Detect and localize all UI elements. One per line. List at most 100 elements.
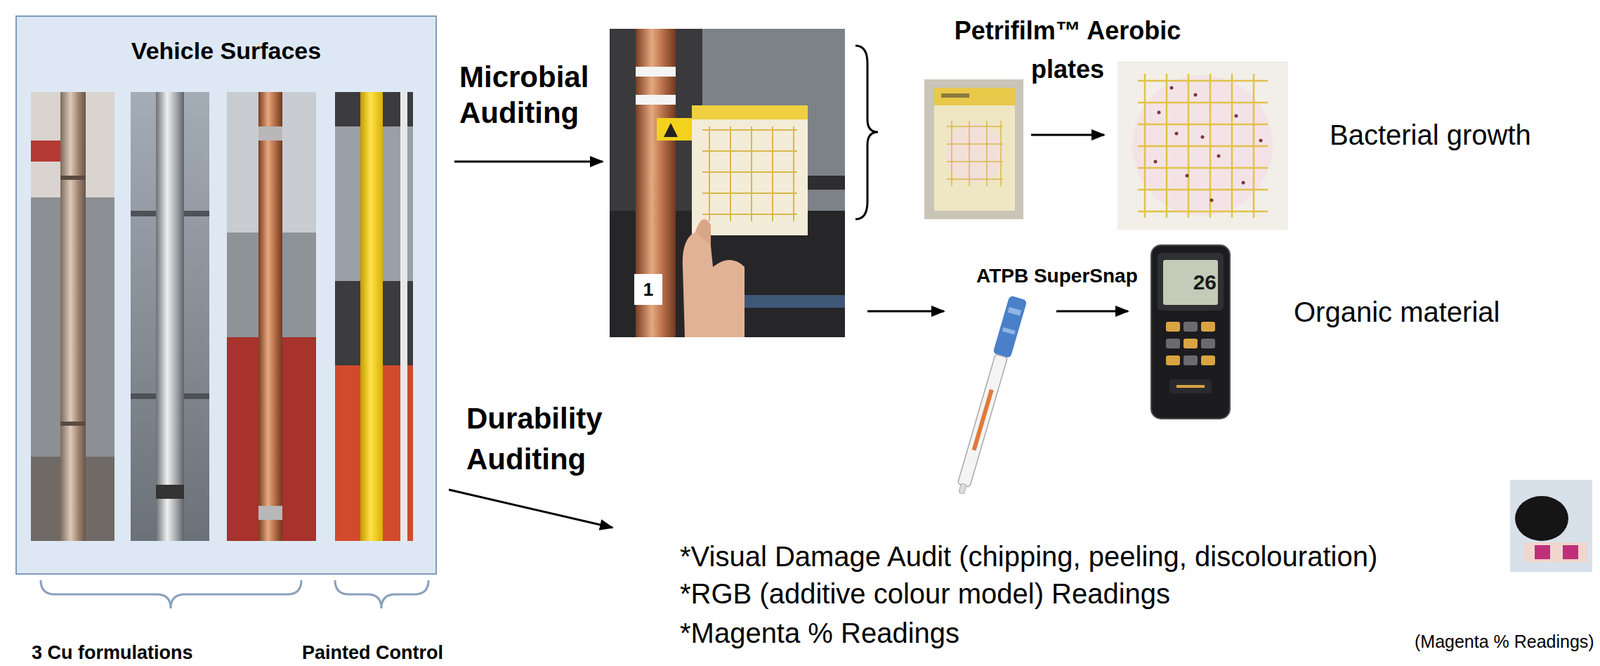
petrifilm-photo: [934, 87, 1015, 106]
bracket-label: 3 Cu formulations: [31, 641, 194, 664]
photo-tag: 1: [634, 276, 663, 303]
panel-fill: [15, 15, 437, 575]
petrifilm-photo: [924, 79, 1024, 220]
magenta-reader-photo: [1515, 495, 1569, 541]
magenta-reader-photo: [1524, 542, 1588, 562]
panel-fill: [15, 15, 437, 575]
flow-arrow: [454, 160, 603, 163]
growth-plate-photo: [1231, 73, 1234, 218]
sampling-photo: [695, 219, 711, 246]
growth-plate-photo: [1201, 135, 1205, 140]
magenta-reader-photo: [1510, 479, 1593, 572]
flow-arrow: [1031, 134, 1105, 137]
growth-plate-photo: [1175, 132, 1179, 136]
pole-photo: [60, 175, 86, 180]
growth-plate-photo: [1170, 86, 1174, 90]
sampling-photo: [691, 105, 808, 236]
group-bracket: [40, 580, 302, 609]
petrifilm-photo: [945, 123, 1005, 183]
pole-photo: [30, 92, 115, 541]
luminometer-illustration: [1151, 245, 1230, 419]
petrifilm-photo: [934, 87, 1015, 211]
swab-illustration: [958, 483, 968, 495]
petrifilm-photo: [946, 178, 1003, 180]
product-label: Petrifilm™ Aerobic plates: [944, 11, 1191, 89]
growth-plate-photo: [1210, 198, 1214, 203]
growth-plate-photo: [1153, 86, 1263, 203]
swab-illustration: [992, 294, 1027, 359]
flow-arrow: [448, 134, 1129, 528]
luminometer-illustration: [1165, 338, 1180, 349]
luminometer-illustration: [1201, 355, 1216, 366]
magenta-reader-photo: [1517, 511, 1539, 524]
swab-illustration: [972, 389, 994, 451]
magenta-reader-photo: [1534, 545, 1551, 560]
curly-bracket: [855, 45, 878, 220]
sampling-photo: [635, 66, 676, 77]
swab-illustration: [1007, 306, 1022, 317]
growth-plate-photo: [1153, 160, 1158, 164]
magenta-reader-photo: [1510, 479, 1593, 572]
pole-photo: [155, 92, 185, 541]
sampling-photo: [702, 192, 798, 194]
sampling-photo: [663, 122, 678, 137]
flow-arrow: [867, 310, 944, 313]
pole-photo: [400, 92, 408, 541]
growth-plate-photo: [1217, 154, 1221, 159]
swab-illustration: [952, 294, 1027, 496]
growth-plate-photo: [1165, 73, 1169, 218]
petrifilm-photo: [968, 120, 970, 187]
petrifilm-photo: [941, 93, 970, 98]
group-bracket: [40, 580, 429, 609]
growth-plate-photo: [1137, 101, 1268, 104]
luminometer-illustration: [1176, 384, 1205, 388]
growth-plate-photo: [1137, 145, 1268, 148]
petrifilm-photo: [946, 120, 1003, 187]
sampling-photo: [635, 94, 676, 105]
growth-plate-photo: [1137, 73, 1268, 218]
growth-plate-photo: [1234, 114, 1239, 118]
flow-arrow: [448, 489, 613, 528]
panel-heading: Vehicle Surfaces: [16, 36, 436, 65]
bullet-text: *Magenta % Readings: [679, 615, 960, 651]
bracket-label: Painted Control: [302, 641, 444, 664]
luminometer-illustration: [1169, 379, 1212, 394]
pole-photo: [360, 92, 383, 541]
result-label: Organic material: [1293, 294, 1500, 329]
growth-plate-photo: [1187, 73, 1190, 218]
sampling-photo: [771, 126, 774, 222]
bullet-text: *RGB (additive colour model) Readings: [679, 575, 1171, 612]
petrifilm-photo: [951, 120, 953, 187]
pole-photo: [130, 92, 210, 541]
pole-photo: [60, 421, 86, 426]
pole-photo: [226, 92, 317, 541]
sampling-photo: [609, 28, 845, 338]
pole-photo: [335, 92, 413, 541]
sampling-photo: [682, 231, 745, 338]
sampling-photo: [609, 28, 845, 338]
sampling-photo: [730, 294, 845, 308]
luminometer-illustration: [1201, 321, 1216, 332]
pole-photo: [226, 92, 317, 541]
growth-plate-photo: [1137, 80, 1268, 83]
petrifilm-photo: [1000, 120, 1002, 187]
growth-plate-photo: [1132, 75, 1273, 216]
sampling-photo: [634, 273, 663, 305]
sampling-photo: [750, 126, 753, 222]
section-label: Microbial Auditing: [459, 58, 625, 131]
product-label: ATPB SuperSnap: [976, 264, 1138, 288]
luminometer-illustration: [1183, 338, 1198, 349]
sampling-photo: [702, 171, 798, 173]
growth-plate-photo: [1137, 188, 1268, 192]
pole-photo: [258, 505, 283, 520]
group-bracket: [335, 580, 429, 609]
flow-arrow: [1056, 310, 1129, 313]
growth-plate-photo: [1185, 174, 1190, 178]
growth-plate-photo: [1194, 93, 1198, 97]
sampling-photo: [702, 129, 798, 131]
luminometer-illustration: [1183, 355, 1198, 366]
luminometer-illustration: [1151, 245, 1230, 419]
sampling-photo: [729, 126, 732, 222]
swab-illustration: [1002, 327, 1016, 336]
swab-illustration: [957, 353, 1008, 487]
